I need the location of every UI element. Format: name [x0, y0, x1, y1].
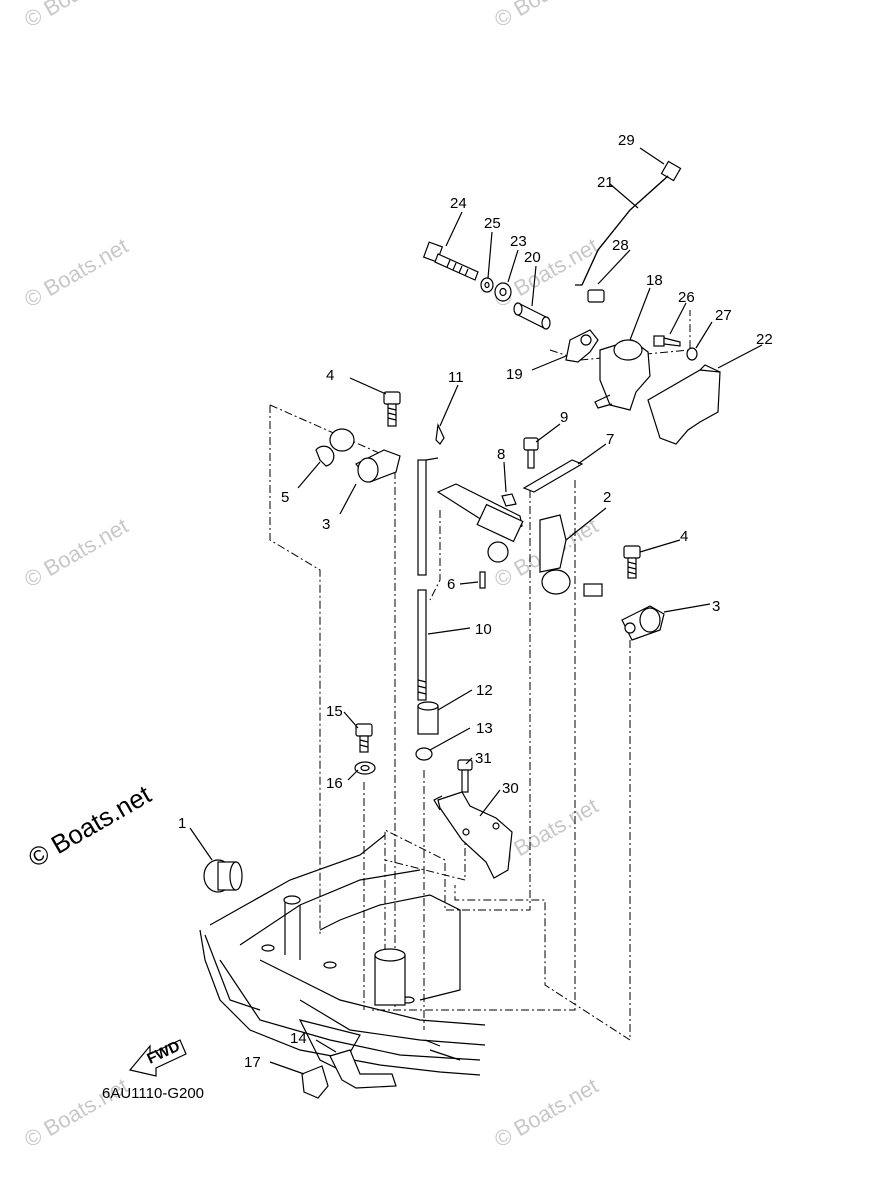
label-part-30: 30 — [502, 780, 519, 797]
assembly-lines — [269, 310, 691, 1041]
part-19-lever — [565, 329, 599, 363]
label-part-13: 13 — [476, 720, 493, 737]
label-part-3-upper: 3 — [322, 516, 330, 533]
part-9-bolt — [523, 437, 539, 469]
label-part-5: 5 — [281, 489, 289, 506]
watermark: © Boats.net — [490, 1073, 602, 1152]
part-18-bracket — [594, 339, 651, 411]
label-part-1: 1 — [178, 815, 186, 832]
part-5-clip — [315, 428, 355, 467]
label-part-6: 6 — [447, 576, 455, 593]
part-23-washer — [494, 282, 512, 302]
label-part-11: 11 — [448, 369, 464, 386]
watermark: © Boats.net — [490, 0, 602, 32]
label-part-7: 7 — [606, 431, 614, 448]
label-part-19: 19 — [506, 366, 523, 383]
fwd-arrow-icon: FWD — [128, 1038, 187, 1077]
label-part-21: 21 — [597, 174, 614, 191]
label-part-27: 27 — [715, 307, 732, 324]
part-21-rod — [575, 175, 669, 286]
label-part-26: 26 — [678, 289, 695, 306]
lower-casing — [199, 834, 486, 1076]
label-part-3-right: 3 — [712, 598, 720, 615]
label-part-9: 9 — [560, 409, 568, 426]
part-20-collar — [513, 302, 551, 330]
part-7-plate — [522, 459, 584, 493]
part-16-washer — [354, 761, 376, 775]
part-29-cap — [660, 160, 682, 182]
label-part-18: 18 — [646, 272, 663, 289]
label-part-2: 2 — [603, 489, 611, 506]
part-24-bolt — [422, 241, 479, 281]
part-6-pin — [479, 571, 486, 589]
watermark: © Boats.net — [20, 233, 132, 312]
part-30-bracket — [433, 791, 513, 879]
part-28-clip — [587, 289, 605, 303]
watermark-logo: © Boats.net — [23, 779, 157, 873]
part-12-spacer — [417, 701, 439, 735]
watermark: © Boats.net — [20, 513, 132, 592]
label-part-20: 20 — [524, 249, 541, 266]
label-part-22: 22 — [756, 331, 773, 348]
label-part-15: 15 — [326, 703, 343, 720]
part-11-clip — [435, 422, 445, 445]
label-part-16: 16 — [326, 775, 343, 792]
part-3-joint-upper — [355, 449, 401, 483]
label-part-4-right: 4 — [680, 528, 688, 545]
label-part-4-top: 4 — [326, 367, 334, 384]
part-8-nut — [501, 493, 517, 507]
part-22-plate — [647, 364, 721, 445]
leader-lines — [189, 147, 763, 1075]
part-15-bolt — [355, 723, 373, 753]
part-13-nut — [415, 747, 433, 761]
part-26-bolt — [653, 335, 681, 347]
label-part-17: 17 — [244, 1054, 261, 1071]
watermarks: © Boats.net © Boats.net © Boats.net © Bo… — [20, 0, 602, 1152]
label-part-10: 10 — [475, 621, 492, 638]
label-part-29: 29 — [618, 132, 635, 149]
part-1-grommet — [203, 859, 243, 893]
part-27-washer — [686, 347, 698, 361]
part-17-clip — [301, 1065, 329, 1099]
label-part-24: 24 — [450, 195, 467, 212]
label-part-25: 25 — [484, 215, 501, 232]
label-part-28: 28 — [612, 237, 629, 254]
label-part-31: 31 — [475, 750, 492, 767]
part-3-joint-right — [621, 605, 665, 641]
diagram-code: 6AU1110-G200 — [102, 1085, 204, 1102]
part-4-bolt-right — [623, 545, 641, 579]
part-2-shift-shaft — [436, 483, 603, 597]
part-10-rod — [417, 457, 439, 701]
part-31-bolt — [457, 759, 473, 793]
part-25-washer — [480, 277, 494, 293]
label-part-23: 23 — [510, 233, 527, 250]
part-labels: 29 21 24 25 23 20 28 18 26 27 22 19 4 11… — [178, 132, 773, 1071]
watermark: © Boats.net — [20, 0, 132, 32]
parts — [203, 160, 721, 1099]
part-14-plate — [329, 1049, 397, 1089]
label-part-14: 14 — [290, 1030, 307, 1047]
label-part-12: 12 — [476, 682, 493, 699]
part-4-bolt-top — [383, 391, 401, 427]
label-part-8: 8 — [497, 446, 505, 463]
